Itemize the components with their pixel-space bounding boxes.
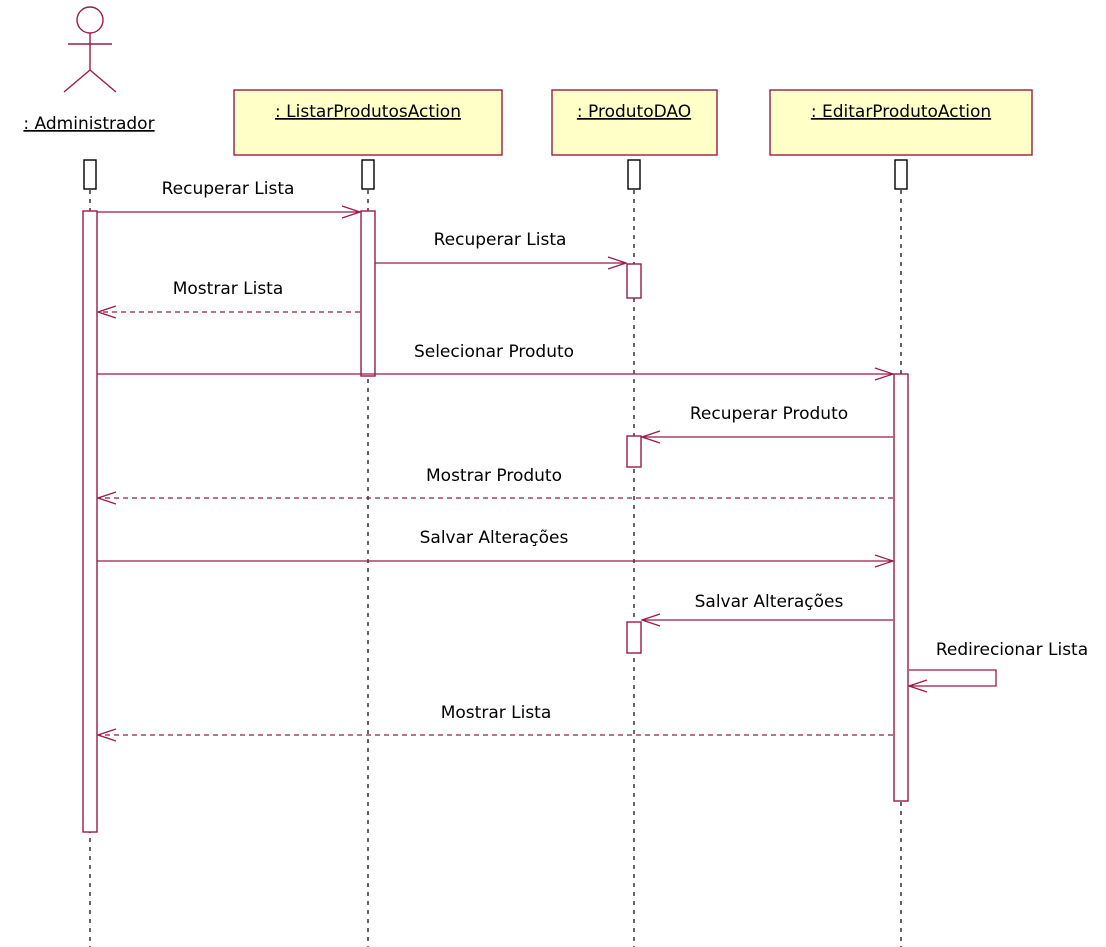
message-label: Salvar Alterações: [695, 592, 844, 612]
actor-administrador: : Administrador: [23, 6, 155, 134]
message-label: Salvar Alterações: [420, 528, 569, 548]
message-label: Recuperar Produto: [690, 404, 848, 424]
message-label: Recuperar Lista: [162, 179, 295, 199]
object-box: [769, 89, 1033, 156]
object-label: : EditarProdutoAction: [811, 102, 991, 122]
object-box: [233, 89, 503, 156]
message-label: Mostrar Produto: [426, 466, 562, 486]
activation-dao-2: [626, 435, 642, 468]
object-editar-produto-action: : EditarProdutoAction: [769, 89, 1033, 156]
activation-editar: [893, 373, 909, 802]
object-label: : ListarProdutosAction: [275, 102, 461, 122]
activation-administrador: [82, 210, 98, 833]
message-label: Recuperar Lista: [434, 230, 567, 250]
lifeline-head-editar: [894, 159, 908, 190]
message-label: Mostrar Lista: [441, 703, 552, 723]
lifeline-head-listar: [361, 159, 375, 190]
message-label: Selecionar Produto: [414, 342, 574, 362]
actor-label: : Administrador: [23, 114, 154, 134]
lifeline-head-administrador: [83, 159, 97, 190]
lifeline-head-dao: [627, 159, 641, 190]
activation-dao-3: [626, 621, 642, 654]
object-box: [551, 89, 718, 156]
object-label: : ProdutoDAO: [577, 102, 691, 122]
message-label: Redirecionar Lista: [936, 640, 1088, 660]
self-message-arrow: [909, 669, 997, 686]
message-label: Mostrar Lista: [173, 279, 284, 299]
stick-figure-icon: [63, 6, 117, 93]
object-listar-produtos-action: : ListarProdutosAction: [233, 89, 503, 156]
activation-dao-1: [626, 263, 642, 299]
activation-listar: [360, 210, 376, 377]
object-produto-dao: : ProdutoDAO: [551, 89, 718, 156]
